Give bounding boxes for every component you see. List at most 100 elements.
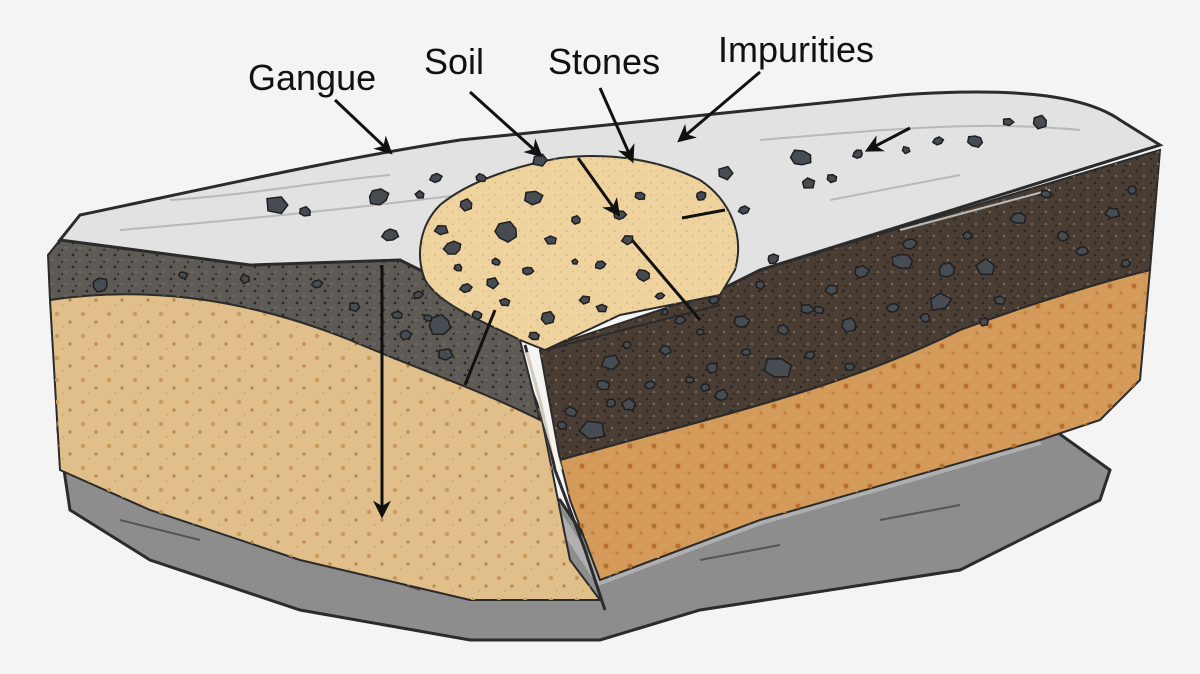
stone — [177, 271, 188, 280]
stone — [491, 257, 501, 266]
stone — [422, 314, 433, 322]
stone — [661, 308, 669, 316]
stone — [1002, 117, 1016, 127]
stone — [368, 188, 390, 206]
stone — [494, 220, 518, 243]
stone — [658, 344, 672, 356]
stone — [543, 235, 557, 245]
stone — [801, 177, 816, 189]
stone — [1103, 207, 1121, 219]
stone — [713, 388, 729, 402]
stone — [1032, 114, 1048, 130]
stone — [961, 230, 974, 240]
stone — [428, 313, 452, 336]
stone — [523, 190, 544, 206]
stone — [1009, 211, 1027, 225]
surface-arrow — [864, 126, 911, 152]
stone — [595, 379, 611, 391]
stone — [1127, 184, 1137, 196]
stone — [699, 383, 711, 393]
stone — [993, 295, 1007, 306]
stone — [595, 303, 608, 313]
stone — [684, 376, 696, 384]
stone — [486, 277, 500, 290]
stone — [789, 149, 812, 166]
stone — [433, 225, 449, 236]
stone — [310, 279, 324, 289]
stone — [755, 280, 767, 291]
stone — [706, 362, 719, 374]
stones-group — [92, 114, 1137, 440]
stone — [740, 347, 752, 356]
stone — [266, 196, 289, 215]
stone — [1074, 245, 1090, 256]
soil-label: Soil — [424, 41, 485, 82]
stone — [966, 135, 984, 149]
stone — [522, 266, 535, 276]
stone — [442, 240, 462, 255]
stone — [390, 310, 403, 320]
stone — [556, 421, 568, 431]
stone — [578, 420, 606, 440]
patch-line — [630, 239, 702, 321]
stone — [763, 357, 793, 378]
impurities-arrow — [677, 70, 761, 143]
stone — [823, 284, 839, 296]
stone — [239, 273, 251, 285]
stone — [1120, 258, 1132, 268]
stone — [978, 317, 989, 327]
stone — [694, 328, 705, 336]
stone — [428, 172, 444, 184]
stone — [767, 253, 780, 265]
stone — [654, 292, 666, 300]
stone — [843, 362, 857, 372]
stone — [578, 295, 591, 305]
stone — [564, 405, 578, 417]
stones-arrow — [598, 87, 635, 164]
stone — [458, 282, 474, 294]
pointer-arrows — [333, 70, 911, 519]
stone — [737, 205, 751, 215]
stone — [1056, 230, 1070, 243]
stone — [901, 145, 911, 155]
stone — [938, 262, 955, 278]
stone — [459, 198, 473, 212]
stone — [929, 292, 953, 312]
stone — [885, 302, 901, 313]
stone — [695, 190, 707, 201]
stone — [733, 315, 751, 329]
stone — [931, 136, 945, 146]
stone — [594, 260, 607, 270]
impurities-label: Impurities — [718, 29, 875, 70]
stone — [571, 214, 581, 225]
stone — [776, 323, 790, 336]
stone — [600, 354, 621, 371]
stones-label: Stones — [548, 41, 661, 82]
stone — [891, 253, 914, 269]
stone — [718, 165, 734, 181]
stone — [919, 313, 931, 324]
stone — [453, 263, 463, 272]
stone — [622, 340, 632, 350]
stone — [673, 315, 687, 325]
stone — [437, 347, 455, 361]
stone — [901, 238, 919, 250]
stone — [841, 317, 857, 334]
gangue-arrow — [333, 98, 393, 155]
stone — [854, 265, 871, 279]
stone — [826, 173, 838, 184]
stone — [620, 235, 634, 246]
stone — [813, 305, 825, 315]
stone — [974, 257, 996, 276]
stone — [635, 268, 650, 283]
stone — [800, 304, 816, 315]
stone — [380, 228, 400, 242]
stone — [92, 277, 109, 293]
soil-arrow — [468, 90, 543, 158]
stone — [707, 295, 721, 305]
stone — [803, 350, 816, 361]
patch-line-mid — [681, 208, 726, 220]
stone — [475, 172, 487, 183]
